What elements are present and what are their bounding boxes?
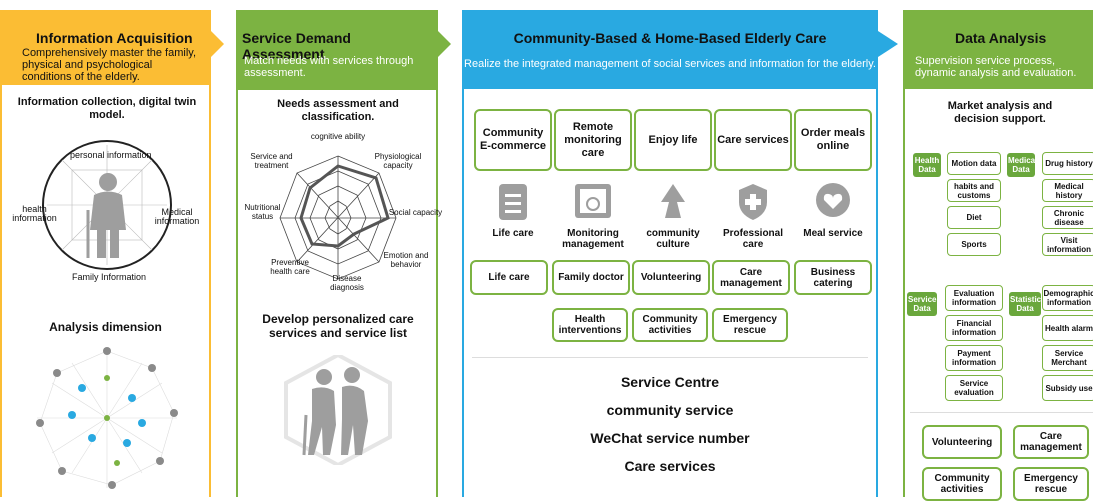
data-item: Service evaluation — [945, 375, 1003, 401]
section-title: Market analysis and decision support. — [947, 100, 1053, 125]
data-item: Health alarm — [1042, 315, 1093, 341]
analysis-dimension-title: Analysis dimension — [49, 320, 162, 334]
service-box[interactable]: Community E-commerce — [474, 109, 552, 171]
radar-label-physiological: Physiological capacity — [374, 152, 422, 170]
column-subtitle: Realize the integrated management of soc… — [464, 58, 876, 70]
person-grid-icon — [47, 145, 167, 265]
recycle-icon — [661, 184, 685, 218]
radar-chart — [279, 155, 397, 280]
data-item: Sports — [947, 233, 1001, 256]
service-centre-item: community service — [606, 402, 734, 418]
radar-label-social: Social capacity — [388, 208, 443, 217]
data-item: Medical history — [1042, 179, 1093, 202]
data-item: Visit information — [1042, 233, 1093, 256]
data-item: Payment information — [945, 345, 1003, 371]
arrow-right-icon — [438, 31, 451, 57]
data-analysis-header: Data Analysis Supervision service proces… — [905, 10, 1093, 89]
statistical-data-tag: Statistical Data — [1009, 292, 1048, 316]
radar-series — [299, 164, 390, 248]
column-title: Data Analysis — [955, 30, 1047, 46]
service-centre-item: Care services — [624, 458, 716, 474]
network-sphere-icon — [36, 347, 178, 489]
service-data-tag: Service Data — [907, 292, 937, 316]
data-item: Chronic disease — [1042, 206, 1093, 229]
divider — [910, 412, 1093, 413]
elderly-care-header: Community-Based & Home-Based Elderly Car… — [464, 10, 876, 89]
health-information-label: health information — [12, 204, 57, 223]
service-box[interactable]: Remote monitoring care — [554, 109, 632, 171]
bottom-service-box[interactable]: Care management — [1013, 425, 1089, 459]
shield-hands-icon — [739, 184, 767, 220]
information-acquisition-column: Information Acquisition Comprehensively … — [0, 10, 211, 497]
data-analysis-column: Data Analysis Supervision service proces… — [903, 10, 1093, 501]
icon-label: Professional care — [722, 228, 784, 250]
icon-label: Life care — [492, 228, 534, 239]
elderly-couple-icon — [284, 355, 392, 465]
service-box[interactable]: Community activities — [632, 308, 708, 342]
arrow-right-icon — [211, 31, 224, 57]
column-title: Service Demand Assessment — [242, 30, 351, 62]
service-box[interactable]: Family doctor — [552, 260, 630, 295]
radar-label-nutritional: Nutritional status — [244, 203, 281, 221]
icon-label: community culture — [646, 228, 700, 250]
bottom-service-box[interactable]: Volunteering — [922, 425, 1002, 459]
service-box[interactable]: Care management — [712, 260, 790, 295]
service-centre-item: WeChat service number — [590, 430, 750, 446]
divider — [472, 357, 868, 358]
bottom-service-box[interactable]: Community activities — [922, 467, 1002, 501]
medical-information-label: Medical information — [154, 207, 200, 226]
service-box[interactable]: Emergency rescue — [712, 308, 788, 342]
service-demand-header: Service Demand Assessment Match needs wi… — [238, 10, 436, 90]
data-item: habits and customs — [947, 179, 1001, 202]
medical-data-tag: Medical Data — [1007, 153, 1037, 177]
bottom-service-box[interactable]: Emergency rescue — [1013, 467, 1089, 501]
data-item: Diet — [947, 206, 1001, 229]
radar-label-disease: Disease diagnosis — [330, 274, 364, 292]
service-box[interactable]: Health interventions — [552, 308, 628, 342]
service-box[interactable]: Order meals online — [794, 109, 872, 171]
information-acquisition-header: Information Acquisition Comprehensively … — [2, 10, 209, 85]
health-data-tag: Health Data — [913, 153, 941, 177]
heart-bubble-icon — [816, 183, 850, 217]
data-item: Service Merchant — [1042, 345, 1093, 371]
digital-twin-circle — [42, 140, 172, 270]
develop-title: Develop personalized care services and s… — [262, 312, 414, 340]
clipboard-icon — [499, 184, 527, 220]
service-centre-item: Service Centre — [620, 374, 720, 390]
service-box[interactable]: Life care — [470, 260, 548, 295]
section-title: Needs assessment and classification. — [277, 98, 399, 123]
section-title: Information collection, digital twin mod… — [17, 96, 197, 121]
icon-label: Meal service — [803, 228, 863, 239]
monitor-icon — [575, 184, 611, 218]
service-box[interactable]: Business catering — [794, 260, 872, 295]
data-item: Drug history — [1042, 152, 1093, 175]
column-subtitle: Match needs with services through assess… — [244, 55, 414, 79]
icon-label: Monitoring management — [562, 228, 624, 250]
radar-label-service: Service and treatment — [250, 152, 293, 170]
column-subtitle: Supervision service process, dynamic ana… — [915, 55, 1077, 79]
column-title: Community-Based & Home-Based Elderly Car… — [513, 30, 827, 46]
service-box[interactable]: Enjoy life — [634, 109, 712, 171]
service-box[interactable]: Care services — [714, 109, 792, 171]
family-information-label: Family Information — [72, 272, 147, 282]
radar-label-emotion: Emotion and behavior — [383, 251, 429, 269]
service-box[interactable]: Volunteering — [632, 260, 710, 295]
arrow-right-icon — [878, 31, 898, 57]
data-item: Evaluation information — [945, 285, 1003, 311]
personal-information-label: personal information — [70, 150, 152, 160]
column-subtitle: Comprehensively master the family, physi… — [22, 47, 197, 83]
data-item: Motion data — [947, 152, 1001, 175]
data-item: Demographic information — [1042, 285, 1093, 311]
elderly-care-column: Community-Based & Home-Based Elderly Car… — [462, 10, 878, 497]
radar-label-preventive: Preventive health care — [270, 258, 310, 276]
radar-label-cognitive: cognitive ability — [310, 132, 366, 141]
data-item: Financial information — [945, 315, 1003, 341]
service-demand-column: Service Demand Assessment Match needs wi… — [236, 10, 442, 497]
column-title: Information Acquisition — [36, 30, 193, 46]
data-item: Subsidy use — [1042, 375, 1093, 401]
